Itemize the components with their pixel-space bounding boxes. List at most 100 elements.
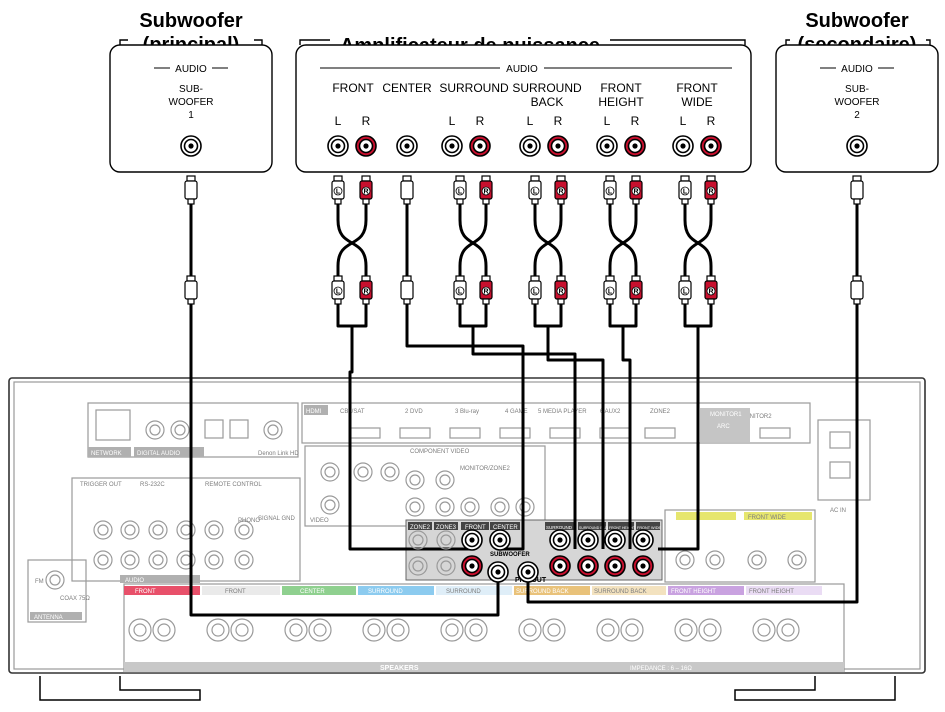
- preout-jack: [604, 555, 626, 577]
- amp-jack-l: [672, 135, 694, 157]
- amp-jack-r: [547, 135, 569, 157]
- ch-height-label-2: HEIGHT: [598, 95, 644, 109]
- preout-jack: [604, 529, 626, 551]
- sub-main-jack-2: WOOFER: [169, 97, 214, 108]
- receiver-foot-right: [734, 676, 896, 701]
- rca-plug: R: [704, 175, 718, 205]
- band-sback-l: SURROUND BACK: [516, 589, 569, 595]
- preout-height-label: FRONT HEIGHT: [609, 526, 636, 530]
- amp-r-label: R: [362, 114, 371, 128]
- preout-labels: ZONE2 ZONE3 FRONT CENTER SURROUND SURROU…: [408, 522, 661, 531]
- sub-main-jack-3: 1: [188, 110, 194, 121]
- video-label: VIDEO: [310, 518, 329, 524]
- rca-plug: [400, 275, 414, 305]
- rca-plug: R: [359, 275, 373, 305]
- sub-main-jack: [180, 135, 202, 157]
- subwoofer-second-group: Subwoofer (secondaire) AUDIO SUB- WOOFER…: [775, 10, 939, 173]
- rca-plug: [850, 275, 864, 305]
- rca-plug: [184, 175, 198, 205]
- hdmi-monitor2-label: MONITOR2: [740, 414, 772, 420]
- audio-in-label: AUDIO: [125, 578, 144, 584]
- ch-center-label: CENTER: [382, 81, 432, 95]
- preout-zone3-label: ZONE3: [436, 525, 457, 531]
- amp-jack-center: [396, 135, 418, 157]
- signal-gnd-label: SIGNAL GND: [258, 516, 295, 522]
- preout-front-label: FRONT: [465, 525, 486, 531]
- preout-center-label: CENTER: [493, 525, 518, 531]
- coax-label: COAX 75Ω: [60, 596, 90, 602]
- rca-plug: L: [453, 275, 467, 305]
- hdmi-in-4-label: 4 GAME: [505, 409, 528, 415]
- ch-wide-label-2: WIDE: [681, 95, 712, 109]
- amp-channel-labels: FRONT CENTER SURROUND SURROUND BACK FRON…: [332, 81, 718, 109]
- sub-second-audio: AUDIO: [841, 64, 873, 75]
- rca-plug: L: [331, 175, 345, 205]
- svg-text:L: L: [683, 189, 688, 196]
- front-wide-band-label: FRONT WIDE: [748, 515, 786, 521]
- hdmi-in-1-label: CBL/SAT: [340, 409, 365, 415]
- subwoofer-preout-label: SUBWOOFER: [490, 552, 530, 558]
- hdmi-in-6-label: 6 AUX2: [600, 409, 621, 415]
- preout-jack: [549, 555, 571, 577]
- digital-audio-label: DIGITAL AUDIO: [137, 451, 180, 457]
- sub-second-title-1: Subwoofer: [805, 10, 909, 32]
- speaker-terminals: [128, 618, 800, 642]
- preout-wide-label: FRONT WIDE: [637, 526, 661, 530]
- ch-wide-label-1: FRONT: [676, 81, 718, 95]
- rca-plug: L: [603, 275, 617, 305]
- rca-plug: L: [528, 175, 542, 205]
- rca-plug: R: [554, 175, 568, 205]
- sub-main-title-1: Subwoofer: [139, 10, 243, 32]
- fm-label: FM: [35, 579, 44, 585]
- hdmi-monitor1-label: MONITOR1: [710, 412, 742, 418]
- preout-jack: [487, 561, 509, 583]
- svg-text:R: R: [633, 289, 638, 296]
- remote-control-label: REMOTE CONTROL: [205, 482, 262, 488]
- ch-height-label-1: FRONT: [600, 81, 642, 95]
- denon-link-label: Denon Link HD: [258, 451, 299, 457]
- rca-plug: L: [678, 275, 692, 305]
- rca-plug: R: [629, 275, 643, 305]
- sub-main-audio: AUDIO: [175, 64, 207, 75]
- hdmi-label: HDMI: [306, 409, 322, 415]
- rca-plug: L: [528, 275, 542, 305]
- amp-jack-l: [441, 135, 463, 157]
- sub-second-jack-3: 2: [854, 110, 860, 121]
- rca-plug: R: [479, 175, 493, 205]
- amp-l-label: L: [604, 114, 611, 128]
- rca-plug: R: [554, 275, 568, 305]
- svg-text:R: R: [708, 189, 713, 196]
- rca-plug: [850, 175, 864, 205]
- svg-text:R: R: [363, 189, 368, 196]
- amp-jack-r: [355, 135, 377, 157]
- svg-text:L: L: [458, 289, 463, 296]
- sub-second-jack-2: WOOFER: [835, 97, 880, 108]
- rca-plug: R: [359, 175, 373, 205]
- power-amplifier-group: Amplificateur de puissance AUDIO FRONT C…: [295, 35, 752, 173]
- band-center: CENTER: [300, 589, 325, 595]
- hdmi-zone2-label: ZONE2: [650, 409, 671, 415]
- ch-surround-label: SURROUND: [439, 81, 509, 95]
- sub-second-jack: [846, 135, 868, 157]
- svg-text:L: L: [458, 189, 463, 196]
- speaker-bands: FRONT FRONT CENTER SURROUND SURROUND SUR…: [124, 586, 822, 595]
- svg-text:R: R: [708, 289, 713, 296]
- rca-plug: R: [479, 275, 493, 305]
- preout-jack: [577, 555, 599, 577]
- svg-text:L: L: [608, 189, 613, 196]
- preout-zone2-label: ZONE2: [410, 525, 431, 531]
- amp-jack-l: [596, 135, 618, 157]
- svg-text:R: R: [363, 289, 368, 296]
- svg-text:L: L: [336, 189, 341, 196]
- sub-second-jack-1: SUB-: [845, 84, 869, 95]
- rca-plug: R: [704, 275, 718, 305]
- amp-l-label: L: [527, 114, 534, 128]
- preout-jack: [461, 555, 483, 577]
- hdmi-input-labels: CBL/SAT 2 DVD 3 Blu-ray 4 GAME 5 MEDIA P…: [340, 409, 772, 420]
- preout-jack: [577, 529, 599, 551]
- rca-plug: L: [331, 275, 345, 305]
- svg-text:L: L: [533, 289, 538, 296]
- preout-surround-label: SURROUND: [546, 525, 573, 530]
- band-height-r: FRONT HEIGHT: [749, 589, 794, 595]
- subwoofer-main-group: Subwoofer (principal) AUDIO SUB- WOOFER …: [109, 10, 273, 173]
